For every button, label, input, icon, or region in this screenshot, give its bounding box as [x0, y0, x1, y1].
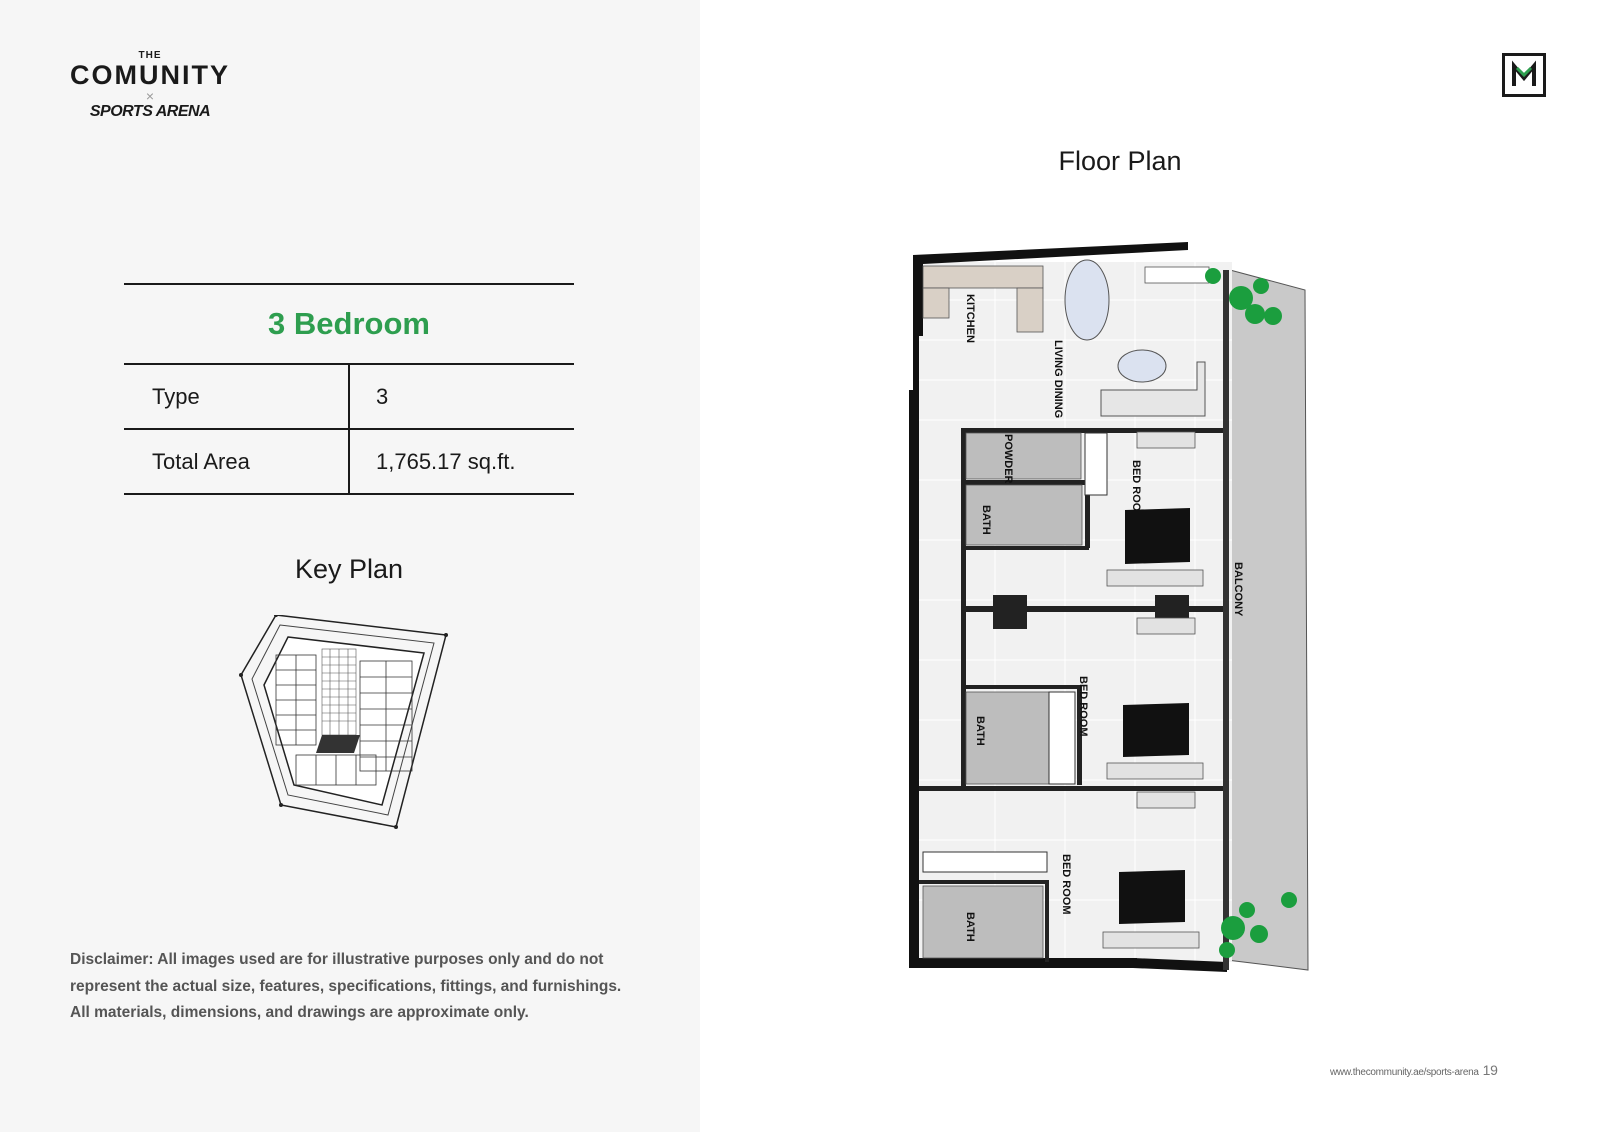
room-label-bedroom: BED ROO: [1130, 460, 1142, 512]
spec-top-rule: [124, 283, 574, 285]
floor-plan-drawing: KITCHEN LIVING DINING POWDER BATH BED RO…: [909, 242, 1309, 972]
room-label-bedroom: BED ROOM: [1077, 676, 1089, 737]
spec-row-type: Type 3: [124, 365, 574, 430]
room-label-bath: BATH: [964, 912, 976, 942]
community-logo: THE COMUNITY × SPORTS ARENA: [64, 50, 236, 121]
left-panel: [0, 0, 700, 1132]
key-plan-unit-highlight: [316, 735, 360, 753]
page-number: 19: [1482, 1062, 1498, 1078]
spec-label: Total Area: [124, 429, 350, 495]
room-label-bath: BATH: [974, 716, 986, 746]
disclaimer-line: Disclaimer: All images used are for illu…: [70, 951, 604, 968]
key-plan-drawing: [239, 615, 448, 829]
brand-m-logo: [1502, 53, 1546, 97]
floor-plan-title: Floor Plan: [1058, 146, 1182, 176]
unit-heading: 3 Bedroom: [124, 285, 574, 365]
key-plan-title: Key Plan: [294, 554, 404, 584]
room-label-balcony: BALCONY: [1232, 562, 1244, 617]
disclaimer-line: represent the actual size, features, spe…: [70, 977, 622, 995]
logo-name: COMUNITY: [70, 60, 230, 90]
room-label-bedroom: BED ROOM: [1060, 854, 1072, 915]
footer-url[interactable]: www.thecommunity.ae/sports-arena: [1330, 1067, 1479, 1078]
m-logo-icon: [1512, 60, 1536, 86]
logo-sports-arena: SPORTS ARENA: [89, 103, 211, 120]
room-label-kitchen: KITCHEN: [964, 294, 976, 343]
logo-the: THE: [138, 50, 162, 61]
unit-spec-table: 3 Bedroom Type 3 Total Area 1,765.17 sq.…: [124, 283, 574, 495]
spec-label: Type: [124, 365, 350, 430]
disclaimer-line: All materials, dimensions, and drawings …: [70, 1004, 529, 1021]
spec-value: 1,765.17 sq.ft.: [349, 429, 574, 495]
spec-row-area: Total Area 1,765.17 sq.ft.: [124, 429, 574, 495]
balcony-area: [1226, 269, 1309, 971]
room-label-powder: POWDER: [1002, 434, 1014, 484]
spec-value: 3: [349, 365, 574, 430]
disclaimer: Disclaimer: All images used are for illu…: [70, 947, 670, 1027]
room-label-living-dining: LIVING DINING: [1052, 340, 1064, 418]
logo-cross: ×: [145, 88, 155, 104]
room-label-bath: BATH: [980, 505, 992, 535]
spec-rows: Type 3 Total Area 1,765.17 sq.ft.: [124, 365, 574, 495]
